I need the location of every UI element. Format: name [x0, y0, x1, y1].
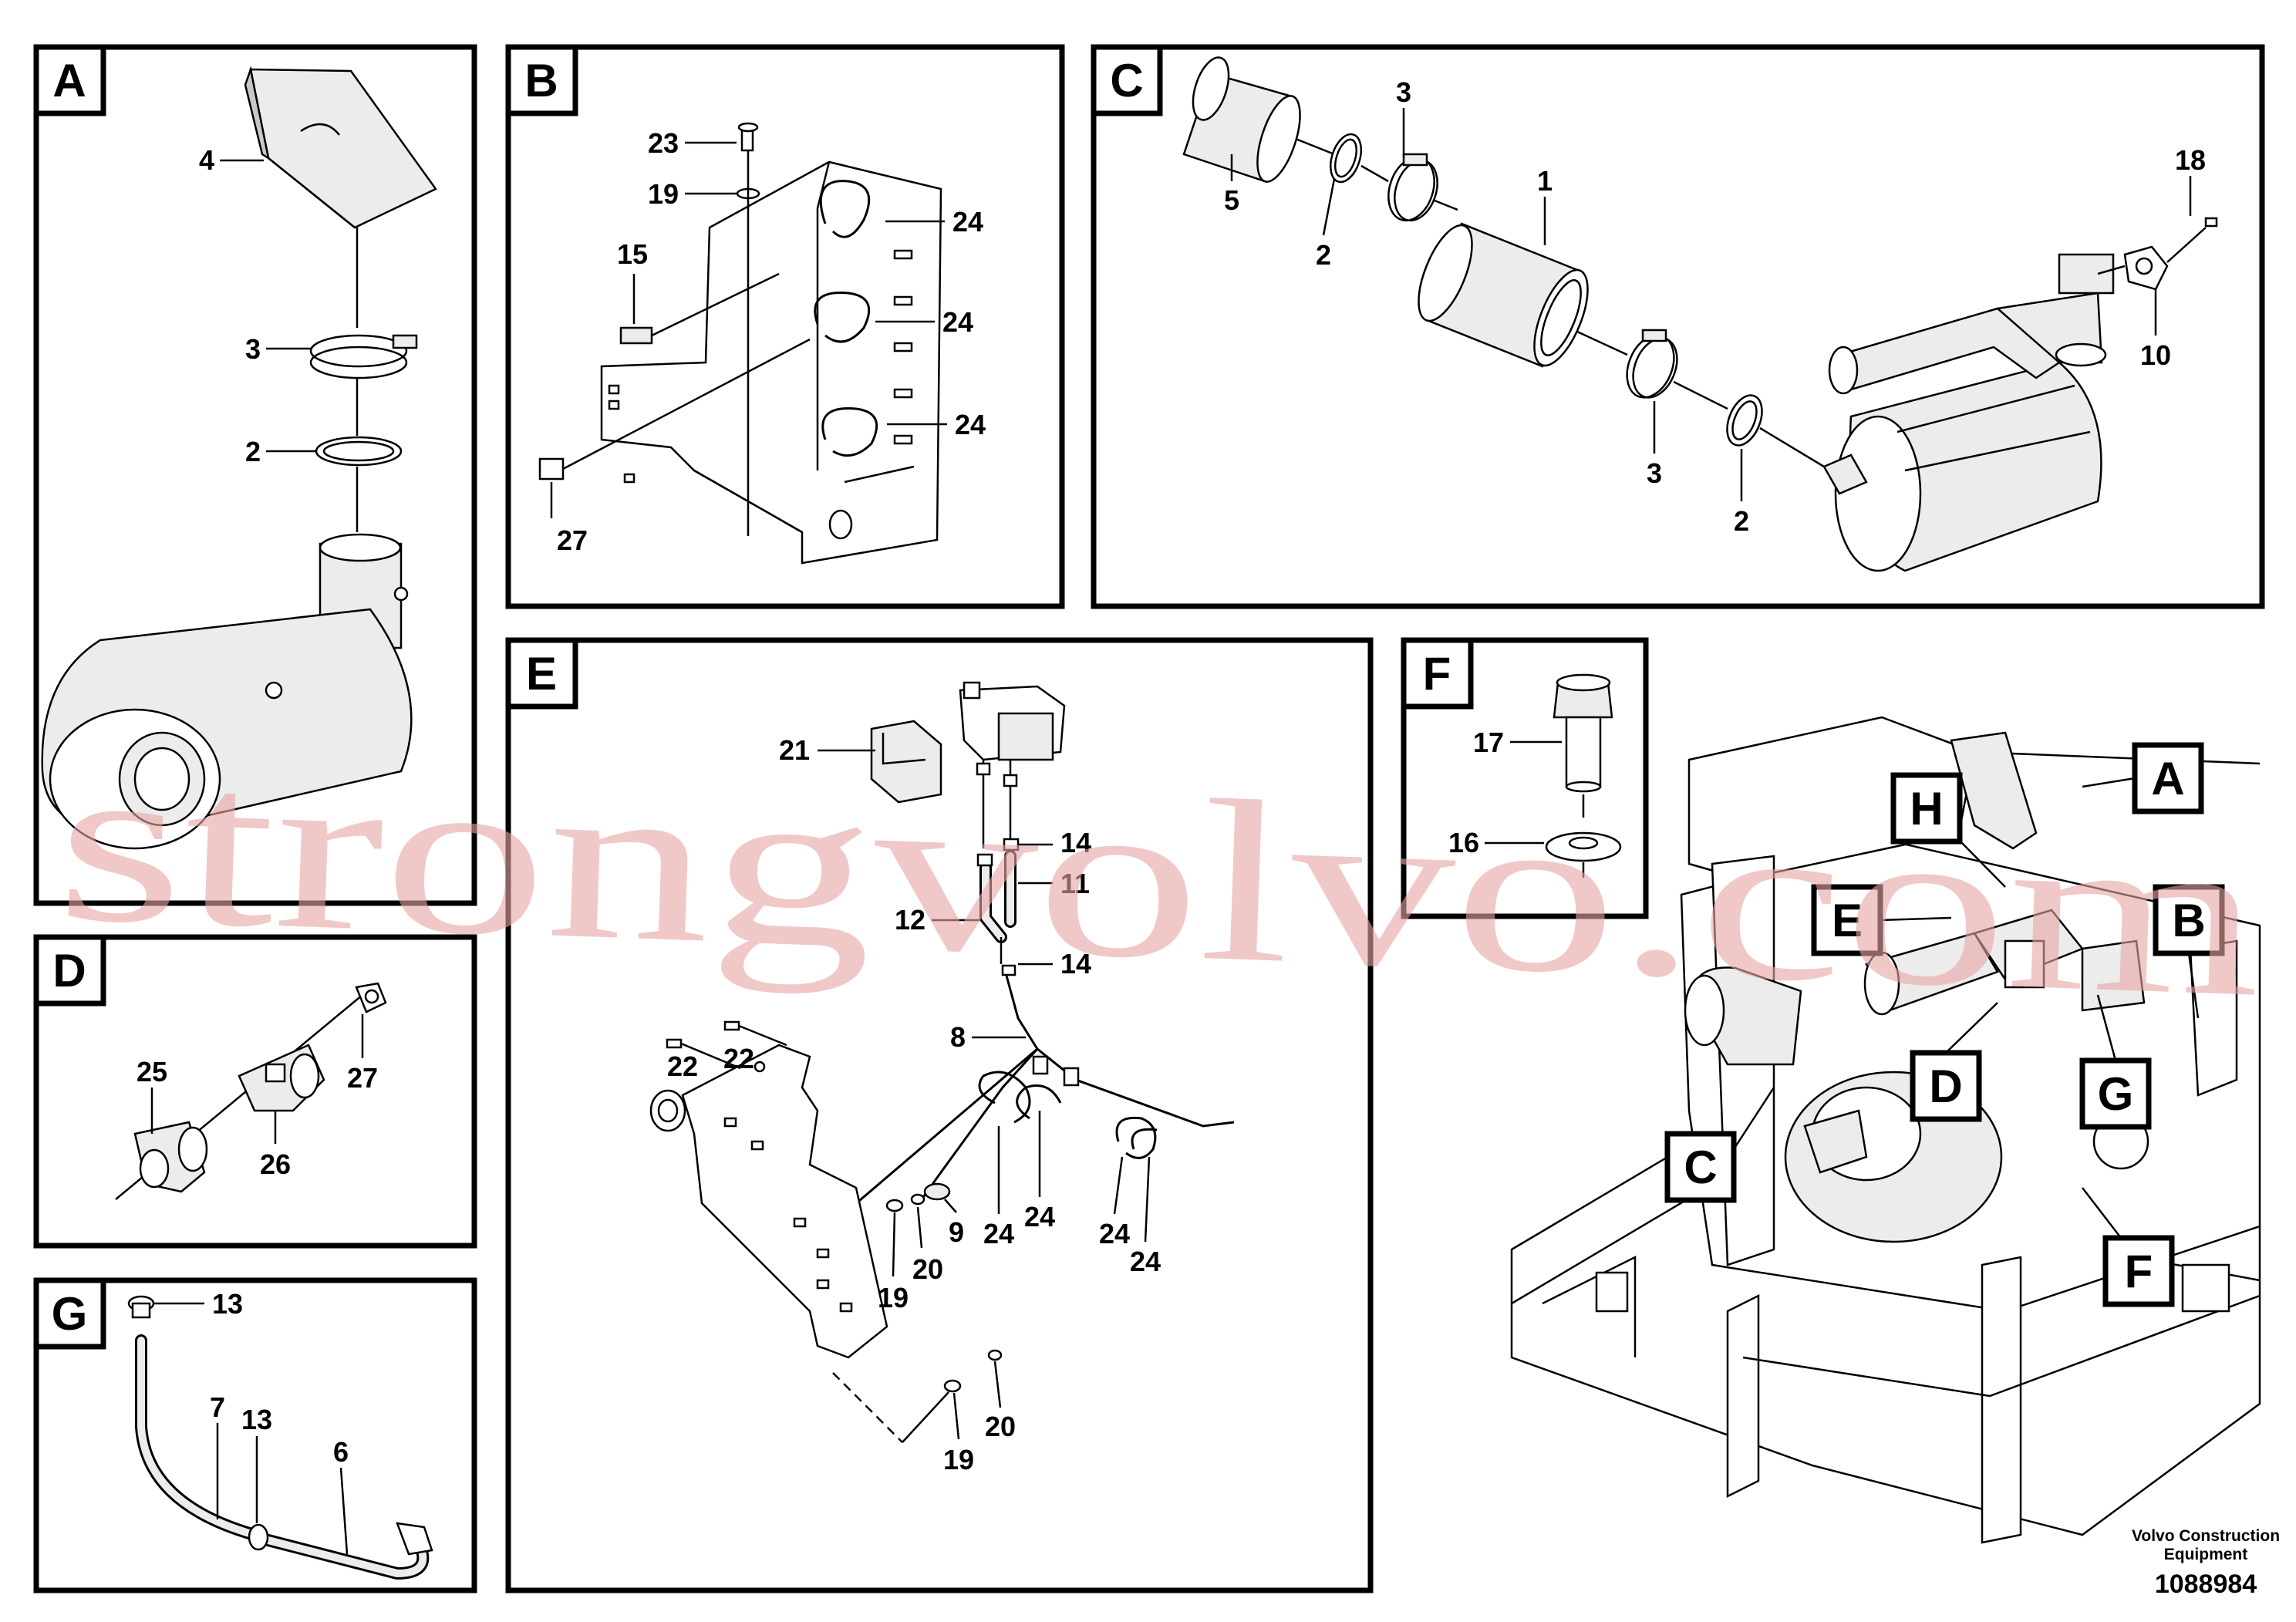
hose-assembly-g [127, 1295, 433, 1580]
callout: 19 [878, 1282, 909, 1313]
muffler [41, 533, 413, 850]
callout: 20 [985, 1411, 1016, 1442]
panel-g-tag: G [52, 1288, 88, 1340]
machine-overview: A H B E D G C F [1510, 716, 2261, 1544]
callout: 27 [557, 524, 588, 556]
callout: 26 [260, 1148, 291, 1180]
callout: 19 [943, 1444, 974, 1475]
callout: 25 [137, 1056, 167, 1088]
bracket-e [649, 1044, 888, 1359]
overview-marker-g: G [2098, 1068, 2134, 1120]
callout: 24 [983, 1218, 1014, 1249]
overview-marker-f: F [2125, 1246, 2153, 1297]
callout: 3 [245, 333, 261, 365]
callout: 10 [2140, 339, 2171, 371]
callout: 12 [895, 904, 925, 936]
overview-marker-a: A [2151, 753, 2184, 804]
panel-b-tag: B [524, 55, 558, 106]
pressure-sensor [959, 681, 1066, 761]
callout: 16 [1448, 827, 1479, 858]
callout: 24 [942, 306, 973, 338]
bracket-b [600, 160, 942, 565]
callout: 24 [1024, 1201, 1055, 1233]
footer: Volvo Construction Equipment 1088984 [2132, 1527, 2280, 1599]
callout: 23 [648, 127, 679, 159]
document-number: 1088984 [2155, 1570, 2257, 1599]
callout: 6 [333, 1436, 349, 1468]
company-name-line2: Equipment [2164, 1546, 2248, 1563]
clamp-a [309, 334, 418, 379]
panel-f: F 17 16 [1401, 637, 1649, 919]
pipe-1 [1418, 222, 1589, 368]
callout: 5 [1224, 184, 1239, 216]
callout: 1 [1537, 165, 1553, 197]
callout: 14 [1060, 827, 1091, 858]
callout: 18 [2175, 144, 2206, 176]
panel-b: B 23 19 [505, 44, 1065, 609]
callout: 9 [949, 1216, 964, 1248]
panel-e-tag: E [526, 648, 557, 700]
callout: 27 [347, 1062, 378, 1094]
clip-b [619, 326, 653, 345]
callout: 21 [779, 734, 810, 766]
screw-27 [355, 982, 387, 1013]
panel-a: A 4 3 [33, 44, 477, 906]
callout: 20 [912, 1253, 943, 1285]
callout: 22 [723, 1043, 754, 1074]
callout: 7 [210, 1391, 225, 1423]
callout: 11 [1060, 868, 1090, 899]
callout: 8 [950, 1021, 966, 1053]
overview-marker-h: H [1910, 783, 1943, 835]
callout: 24 [1130, 1246, 1161, 1277]
pipe-5 [1182, 56, 1301, 183]
clamp-26 [238, 1044, 325, 1112]
overview-marker-c: C [1684, 1141, 1717, 1193]
overview-marker-b: B [2172, 895, 2205, 946]
panel-d-tag: D [52, 945, 86, 996]
panel-c: C [1091, 44, 2265, 609]
screw-b [538, 457, 565, 481]
panel-f-tag: F [1423, 648, 1451, 700]
callout: 13 [212, 1288, 243, 1320]
sensor-10 [2123, 245, 2169, 291]
callout: 15 [617, 238, 648, 270]
callout: 3 [1647, 457, 1662, 489]
washer-16 [1545, 831, 1622, 862]
callout: 2 [1316, 239, 1331, 271]
wire-loop [819, 180, 871, 238]
dpf-assembly [1822, 253, 2115, 572]
rain-cap [244, 66, 437, 229]
callout: 2 [1734, 505, 1749, 537]
overview-marker-e: E [1832, 895, 1863, 946]
callout: 22 [667, 1050, 698, 1082]
callout: 24 [955, 409, 986, 440]
callout: 24 [952, 206, 983, 238]
callout: 24 [1099, 1218, 1130, 1249]
panel-a-tag: A [52, 55, 86, 106]
callout: 13 [241, 1404, 272, 1435]
bolt-17 [1553, 673, 1613, 793]
panel-c-tag: C [1110, 55, 1143, 106]
callout: 19 [648, 178, 679, 210]
company-name-line1: Volvo Construction [2132, 1527, 2280, 1545]
panel-e: E [505, 637, 1374, 1593]
callout: 14 [1060, 948, 1091, 980]
callout: 2 [245, 436, 261, 467]
panel-d: D 25 27 26 [33, 934, 477, 1249]
grommet-25 [133, 1121, 208, 1193]
callout: 17 [1473, 727, 1504, 758]
callout: 3 [1396, 76, 1411, 108]
callout: 4 [199, 144, 214, 176]
panel-g: G 13 7 13 6 [33, 1277, 477, 1593]
overview-marker-d: D [1929, 1061, 1962, 1112]
